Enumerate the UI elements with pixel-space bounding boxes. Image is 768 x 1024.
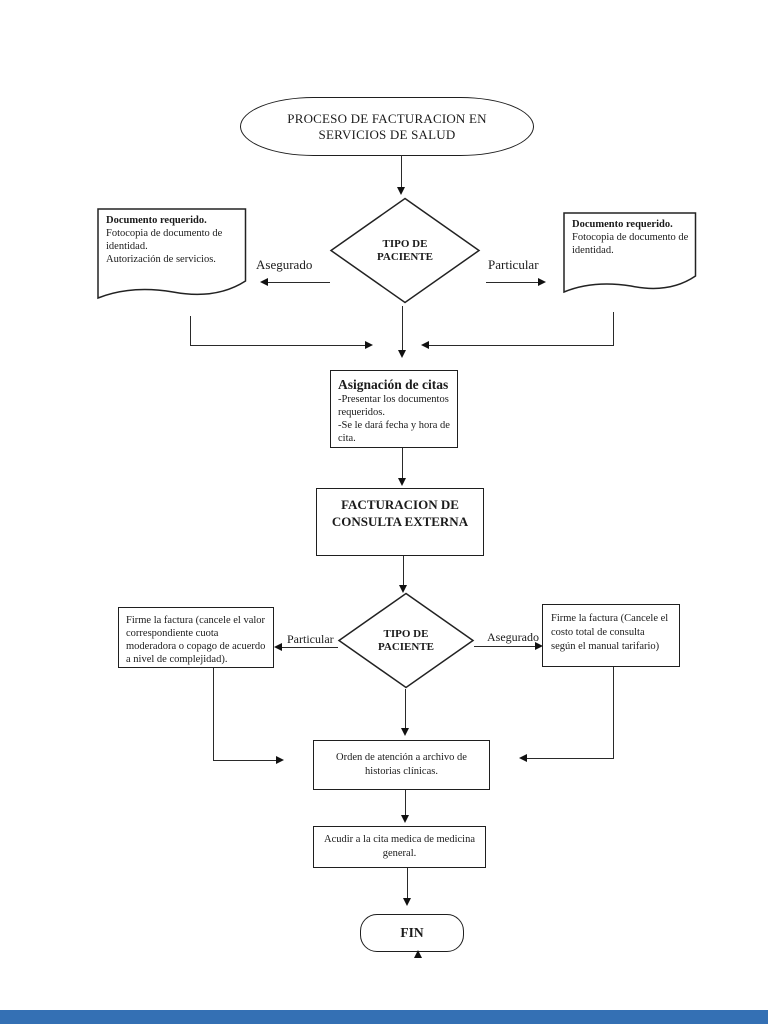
connector-left-drop: [190, 316, 192, 346]
arrow-head-up-icon: [414, 950, 422, 958]
acudir-text: Acudir a la cita medica de medicina gene…: [323, 834, 475, 859]
arrow-head-down-icon: [403, 898, 411, 906]
connector-firma-right-drop: [613, 667, 615, 759]
decision2-label-wrap: TIPO DE PACIENTE: [337, 592, 475, 689]
connector-start-decision1: [401, 155, 403, 188]
branch-label-asegurado-2: Asegurado: [487, 630, 539, 644]
orden-box: Orden de atención a archivo de historias…: [313, 740, 490, 790]
arrow-head-left-icon: [519, 754, 527, 762]
firma-left-box: Firme la factura (cancele el valor corre…: [118, 607, 274, 668]
decision1-label: TIPO DE PACIENTE: [376, 237, 434, 263]
document-shape: [97, 208, 247, 300]
arrow-head-down-icon: [398, 478, 406, 486]
connector-right-drop: [613, 312, 615, 346]
connector-d1-right: [486, 282, 539, 284]
document-left-title: Documento requerido.: [106, 215, 207, 226]
citas-line2: -Se le dará fecha y hora de cita.: [338, 420, 450, 444]
connector-d1-citas: [402, 306, 404, 351]
document-right-line1: Fotocopia de documento de identidad.: [572, 232, 689, 256]
document-right-text: Documento requerido. Fotocopia de docume…: [572, 218, 690, 257]
arrow-head-left-icon: [260, 278, 268, 286]
end-terminator-label: FIN: [400, 925, 424, 940]
connector-d2-left: [281, 647, 338, 649]
document-left: Documento requerido. Fotocopia de docume…: [97, 208, 247, 304]
arrow-head-left-icon: [421, 341, 429, 349]
connector-left-merge: [190, 345, 366, 347]
arrow-head-down-icon: [399, 585, 407, 593]
facturacion-box: FACTURACION DE CONSULTA EXTERNA: [316, 488, 484, 556]
document-right-title: Documento requerido.: [572, 219, 673, 230]
connector-firma-right-run: [527, 758, 614, 760]
decision1-diamond-shape: [329, 197, 481, 304]
document-right: Documento requerido. Fotocopia de docume…: [563, 212, 697, 298]
decision1-label-wrap: TIPO DE PACIENTE: [329, 197, 481, 304]
acudir-box: Acudir a la cita medica de medicina gene…: [313, 826, 486, 868]
connector-fact-d2: [403, 556, 405, 586]
connector-firma-left-run: [213, 760, 277, 762]
firma-right-box: Firme la factura (Cancele el costo total…: [542, 604, 680, 667]
firma-left-text: Firme la factura (cancele el valor corre…: [126, 615, 266, 665]
arrow-head-left-icon: [274, 643, 282, 651]
arrow-head-down-icon: [397, 187, 405, 195]
connector-firma-left-drop: [213, 668, 215, 761]
arrow-head-down-icon: [398, 350, 406, 358]
citas-box: Asignación de citas -Presentar los docum…: [330, 370, 458, 448]
document-shape: [563, 212, 697, 294]
citas-title: Asignación de citas: [338, 377, 449, 392]
end-terminator: FIN: [360, 914, 464, 952]
start-terminator-label: PROCESO DE FACTURACION EN SERVICIOS DE S…: [287, 110, 487, 142]
document-left-text: Documento requerido. Fotocopia de docume…: [106, 214, 240, 266]
arrow-head-down-icon: [401, 728, 409, 736]
arrow-head-right-icon: [365, 341, 373, 349]
viewer-footer-bar: [0, 1010, 768, 1024]
arrow-head-right-icon: [535, 642, 543, 650]
facturacion-label: FACTURACION DE CONSULTA EXTERNA: [331, 497, 469, 529]
document-left-line1: Fotocopia de documento de identidad.: [106, 228, 223, 252]
connector-citas-fact: [402, 448, 404, 479]
connector-acudir-fin: [407, 868, 409, 899]
branch-label-asegurado-1: Asegurado: [256, 257, 313, 272]
connector-d2-orden: [405, 689, 407, 729]
arrow-head-right-icon: [276, 756, 284, 764]
connector-d2-right: [474, 646, 536, 648]
decision2-label: TIPO DE PACIENTE: [377, 627, 435, 653]
connector-right-merge: [429, 345, 614, 347]
arrow-head-down-icon: [401, 815, 409, 823]
connector-d1-left: [267, 282, 330, 284]
orden-text: Orden de atención a archivo de historias…: [336, 752, 467, 777]
arrow-head-right-icon: [538, 278, 546, 286]
firma-right-text: Firme la factura (Cancele el costo total…: [551, 613, 669, 652]
decision2-diamond-shape: [337, 592, 475, 689]
citas-line1: -Presentar los documentos requeridos.: [338, 394, 449, 418]
connector-orden-acudir: [405, 790, 407, 816]
branch-label-particular-1: Particular: [488, 257, 539, 272]
branch-label-particular-2: Particular: [287, 632, 334, 646]
document-left-line2: Autorización de servicios.: [106, 254, 216, 265]
start-terminator: PROCESO DE FACTURACION EN SERVICIOS DE S…: [240, 97, 534, 156]
